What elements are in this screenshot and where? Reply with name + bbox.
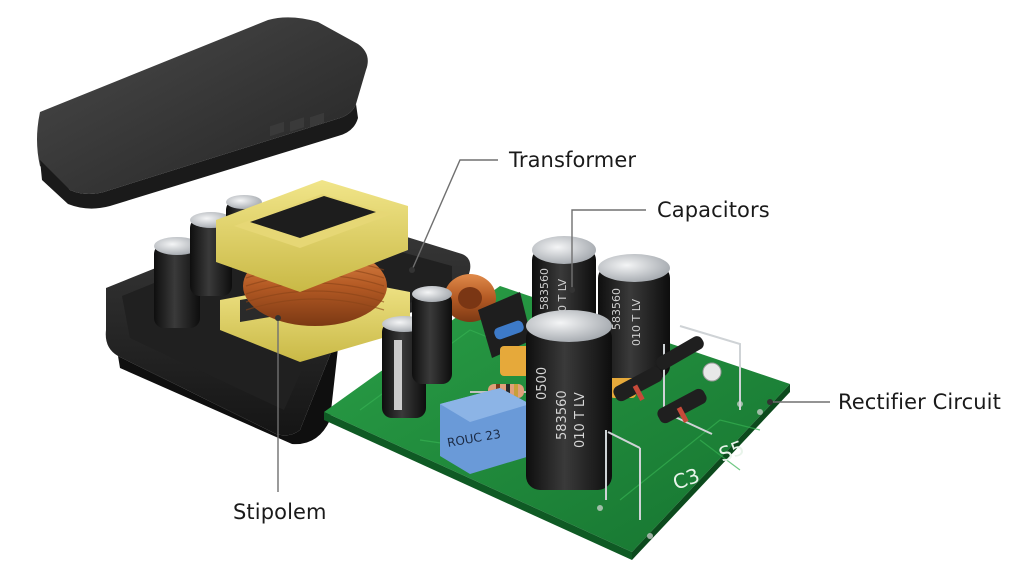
choke-block: [478, 292, 532, 358]
film-capacitor: ROUC 23: [440, 388, 530, 474]
leader-lines: [275, 159, 830, 492]
svg-text:583560: 583560: [538, 268, 551, 310]
svg-text:0500: 0500: [535, 367, 550, 400]
svg-text:010 T LV: 010 T LV: [630, 298, 643, 346]
svg-text:010 T LV: 010 T LV: [573, 392, 588, 448]
capacitor-small-2: [412, 286, 452, 384]
label-rectifier-circuit: Rectifier Circuit: [838, 390, 1001, 414]
leader-capacitors: [571, 209, 646, 290]
capacitor-enclosure-left: [154, 237, 200, 328]
svg-text:583560: 583560: [555, 390, 570, 440]
label-stipolem: Stipolem: [233, 500, 327, 524]
leader-transformer: [411, 159, 498, 271]
capacitor-large-right: 583560 010 T LV: [598, 254, 670, 378]
transformer: [216, 112, 410, 362]
capacitor-large-front: 0500 583560 010 T LV: [526, 310, 612, 490]
label-transformer: Transformer: [509, 148, 637, 172]
label-capacitors: Capacitors: [657, 198, 770, 222]
rectifier-circuit: [605, 325, 741, 520]
enclosure-lid: [37, 17, 368, 209]
svg-text:583560: 583560: [610, 288, 623, 330]
